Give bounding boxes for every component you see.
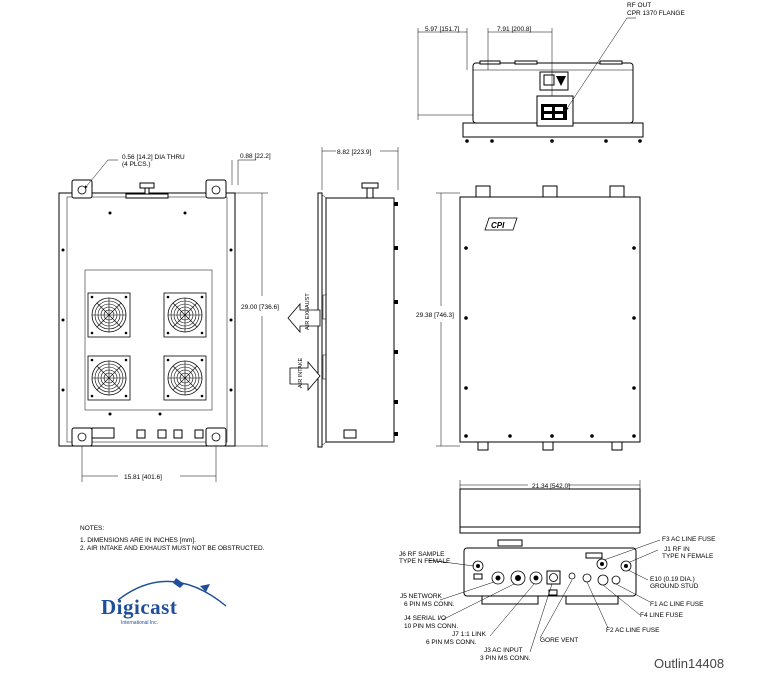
j4-label-1: J4 SERIAL I/O [404, 615, 446, 622]
gore-vent-label: GORE VENT [540, 637, 578, 644]
f2-label: F2 AC LINE FUSE [606, 627, 660, 634]
f1-label: F1 AC LINE FUSE [650, 601, 704, 608]
notes-line-1: 1. DIMENSIONS ARE IN INCHES [mm]. [80, 537, 196, 544]
front-view [58, 159, 268, 482]
logo-subtitle: International Inc. [121, 620, 158, 626]
logo-wordmark: Digicast [101, 595, 177, 619]
f3-label: F3 AC LINE FUSE [662, 536, 716, 543]
j7-label-2: 6 PIN MS CONN. [426, 639, 477, 646]
hole-dim-label: 0.56 [14.2] DIA THRU [122, 154, 185, 161]
top-dim-mid: 7.91 [200.8] [497, 26, 532, 33]
side-view [287, 147, 399, 448]
j6-label-1: J6 RF SAMPLE [399, 551, 445, 558]
e10-label-2: GROUND STUD [650, 583, 699, 590]
j5-label-1: J5 NETWORK [400, 593, 443, 600]
e10-label-1: E10 (0.19 DIA.) [650, 576, 695, 583]
notes-title: NOTES: [80, 525, 104, 532]
tab-dim-label: 0.88 [22.2] [240, 153, 271, 160]
j1-label-2: TYPE N FEMALE [662, 553, 714, 560]
bottom-width-dim: 21.34 [542.0] [532, 483, 570, 490]
notes-line-2: 2. AIR INTAKE AND EXHAUST MUST NOT BE OB… [80, 545, 265, 552]
j6-label-2: TYPE N FEMALE [399, 558, 451, 565]
digicast-logo: Digicast International Inc. [101, 578, 227, 626]
j5-label-2: 6 PIN MS CONN. [404, 601, 455, 608]
f4-label: F4 LINE FUSE [640, 612, 684, 619]
bottom-view [427, 480, 661, 653]
j3-label-1: J3 AC INPUT [484, 647, 523, 654]
air-exhaust-label: AIR EXHAUST [305, 293, 311, 330]
top-view [417, 17, 644, 143]
side-depth-dim: 8.82 [223.9] [337, 149, 372, 156]
hole-count-label: (4 PLCS.) [122, 161, 151, 168]
rear-view [436, 185, 641, 451]
front-height-dim: 29.00 [736.6] [241, 304, 279, 311]
front-width-dim: 15.81 [401.6] [124, 474, 162, 481]
rear-height-dim: 29.38 [746.3] [416, 312, 454, 319]
j4-label-2: 10 PIN MS CONN. [404, 623, 458, 630]
air-intake-label: AIR INTAKE [298, 358, 304, 388]
rear-logo: CPI [491, 221, 505, 230]
top-dim-left: 5.97 [151.7] [425, 26, 460, 33]
rf-out-flange-label: CPR 1370 FLANGE [627, 10, 685, 17]
rf-out-label: RF OUT [627, 2, 651, 9]
j7-label-1: J7 1:1 LINK [452, 631, 487, 638]
j1-label-1: J1 RF IN [664, 546, 690, 553]
j3-label-2: 3 PIN MS CONN. [480, 655, 531, 662]
drawing-caption: Outlin14408 [654, 656, 724, 671]
